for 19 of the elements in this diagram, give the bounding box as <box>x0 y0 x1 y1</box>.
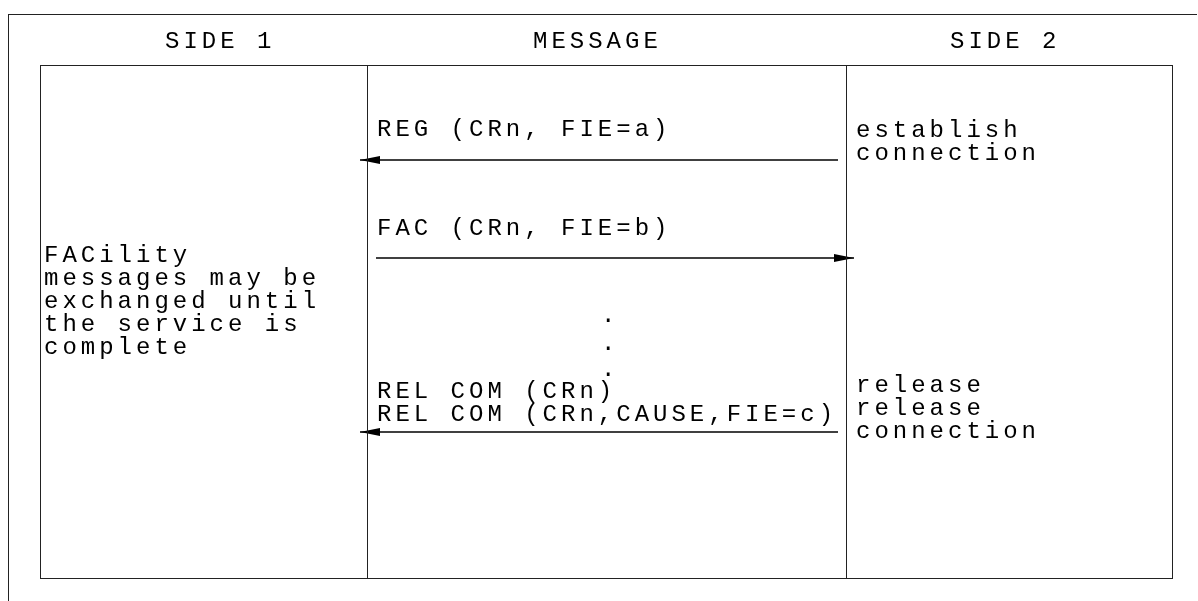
column-heading: MESSAGE <box>533 30 662 53</box>
action-text: release connection <box>856 397 1042 443</box>
action-text: release <box>856 374 985 397</box>
ellipsis-dot: . <box>601 310 620 322</box>
arrow <box>359 428 839 436</box>
edge-label: REG (CRn, FIE=a) <box>377 118 672 141</box>
edge-label: FAC (CRn, FIE=b) <box>377 217 672 240</box>
arrow <box>359 156 839 164</box>
message-label: REL COM (CRn) <box>377 380 617 403</box>
side-cell <box>846 65 1173 579</box>
side-cell <box>40 65 368 579</box>
arrow <box>375 254 855 262</box>
ellipsis-dot: . <box>601 338 620 350</box>
column-heading: SIDE 1 <box>165 30 276 53</box>
column-heading: SIDE 2 <box>950 30 1061 53</box>
note-text: FACility messages may be exchanged until the service is complete <box>44 244 322 359</box>
action-text: establish connection <box>856 119 1042 165</box>
edge-label: REL COM (CRn,CAUSE,FIE=c) <box>377 403 838 426</box>
ellipsis-dot: . <box>601 364 620 376</box>
